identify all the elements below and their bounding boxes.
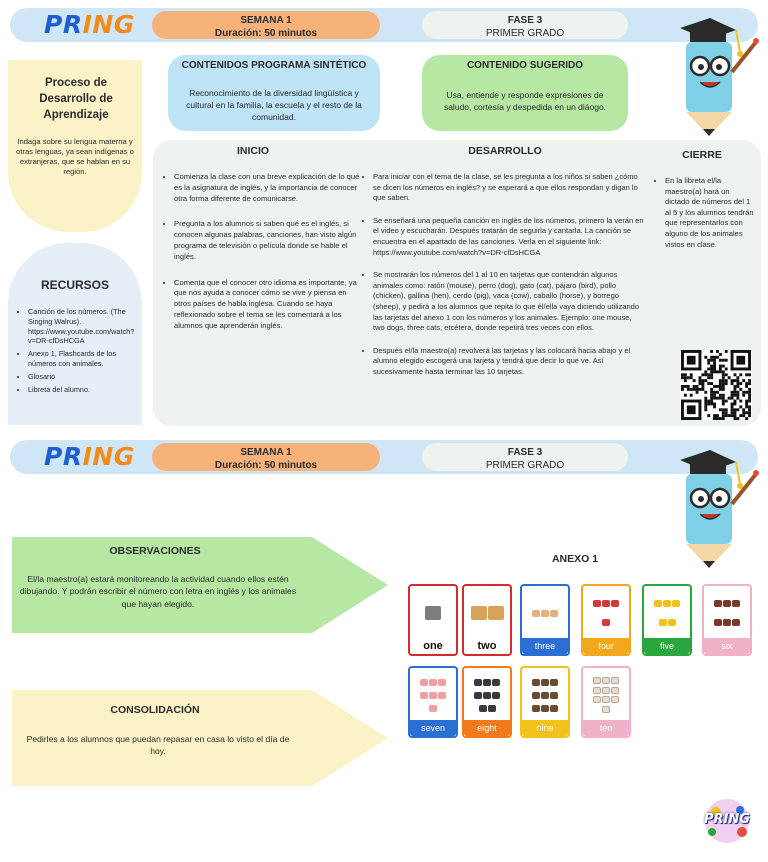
pencil-mascot-icon	[680, 450, 759, 568]
cow-icon	[470, 676, 504, 714]
cierre-item: En la libreta el/la maestro(a) hará un d…	[665, 176, 755, 250]
flashcard-label: ten	[583, 720, 629, 736]
desarrollo-list: Para iniciar con el tema de la clase, se…	[363, 172, 645, 390]
inicio-item: Comienza la clase con una breve explicac…	[174, 172, 364, 204]
desarrollo-item: Para iniciar con el tema de la clase, se…	[373, 172, 645, 204]
proceso-panel	[8, 60, 142, 232]
flashcard-five: five	[642, 584, 692, 656]
consolidacion-text: Pedirles a los alumnos que puedan repasa…	[26, 734, 290, 757]
chicken-icon	[650, 594, 684, 632]
recursos-item: Anexo 1, Flashcards de los números con a…	[28, 349, 142, 369]
grado-label: PRIMER GRADO	[485, 28, 565, 39]
inicio-title: INICIO	[236, 145, 270, 157]
observaciones-title: OBSERVACIONES	[109, 545, 201, 557]
pring-logo: PRING	[44, 10, 135, 39]
semana-pill-2: SEMANA 1 Duración: 50 minutos	[152, 443, 380, 471]
consolidacion-title: CONSOLIDACIÓN	[110, 704, 200, 716]
flashcard-one: one	[408, 584, 458, 656]
inicio-item: Comenta que el conocer otro idioma es im…	[174, 278, 364, 332]
main-panel	[153, 140, 761, 426]
cierre-title: CIERRE	[682, 149, 722, 161]
logo-pr-text: PR	[44, 442, 83, 471]
desarrollo-item: Se enseñará una pequeña canción en inglé…	[373, 216, 645, 258]
flashcard-label: seven	[410, 720, 456, 736]
contenidos-text: Reconocimiento de la diversidad lingüíst…	[186, 88, 362, 122]
recursos-item: Glosario	[28, 372, 142, 382]
semana-pill: SEMANA 1 Duración: 50 minutos	[152, 11, 380, 39]
flashcard-three: three	[520, 584, 570, 656]
cierre-list: En la libreta el/la maestro(a) hará un d…	[655, 176, 755, 262]
inicio-list: Comienza la clase con una breve explicac…	[164, 172, 364, 344]
header-bar-bottom	[10, 440, 758, 474]
observaciones-arrow-shape	[12, 537, 388, 633]
logo-pr-text: PR	[44, 10, 83, 39]
bird-icon	[589, 594, 623, 632]
duracion-label: Duración: 50 minutos	[214, 460, 318, 471]
sugerido-title: CONTENIDO SUGERIDO	[466, 60, 584, 71]
sugerido-panel	[422, 55, 628, 131]
proceso-text: Indaga sobre su lengua materna y otras l…	[16, 137, 134, 176]
pencil-mascot-icon	[680, 18, 759, 136]
flashcard-label: three	[522, 638, 568, 654]
desarrollo-item: Después el/la maestro(a) revolverá las t…	[373, 346, 645, 378]
mouse-icon	[416, 594, 450, 632]
desarrollo-item: Se mostrarán los números del 1 al 10 en …	[373, 270, 645, 334]
proceso-title: Proceso de Desarrollo de Aprendizaje	[39, 77, 113, 121]
contenidos-title: CONTENIDOS PROGRAMA SINTÉTICO	[181, 60, 367, 71]
qr-code-icon[interactable]	[680, 350, 752, 420]
duracion-label: Duración: 50 minutos	[214, 28, 318, 39]
logo-ing-text: ING	[82, 442, 135, 471]
flashcard-seven: seven	[408, 666, 458, 738]
fase-pill: FASE 3 PRIMER GRADO	[422, 11, 628, 39]
fase-label: FASE 3	[507, 447, 543, 458]
flashcard-two: two	[462, 584, 512, 656]
consolidacion-arrow-shape	[12, 690, 388, 786]
semana-label: SEMANA 1	[240, 447, 292, 458]
inicio-item: Pregunta a los alumnos si saben qué es e…	[174, 219, 364, 262]
badge-text: PRING	[704, 812, 750, 827]
recursos-list: Canción de los números. (The Singing Wal…	[18, 307, 142, 397]
pring-badge-logo: PRING	[698, 796, 756, 846]
sugerido-text: Usa, entiende y responde expresiones de …	[443, 90, 607, 112]
flashcard-label: nine	[522, 720, 568, 736]
grado-label: PRIMER GRADO	[485, 460, 565, 471]
flashcard-ten: ten	[581, 666, 631, 738]
flashcard-eight: eight	[462, 666, 512, 738]
horse-icon	[528, 676, 562, 714]
recursos-item: Canción de los números. (The Singing Wal…	[28, 307, 142, 346]
sheep-icon	[589, 676, 623, 714]
fase-pill-2: FASE 3 PRIMER GRADO	[422, 443, 628, 471]
fase-label: FASE 3	[507, 15, 543, 26]
flashcard-six: six	[702, 584, 752, 656]
logo-ing-text: ING	[82, 10, 135, 39]
flashcard-nine: nine	[520, 666, 570, 738]
contenidos-panel	[168, 55, 380, 131]
recursos-item: Libreta del alumno.	[28, 385, 142, 395]
hen-icon	[710, 594, 744, 632]
flashcard-four: four	[581, 584, 631, 656]
header-bar-top	[10, 8, 758, 42]
flashcard-label: one	[410, 638, 456, 654]
dog-icon	[470, 594, 504, 632]
anexo-title: ANEXO 1	[551, 553, 599, 565]
pig-icon	[416, 676, 450, 714]
observaciones-text: El/la maestro(a) estará monitoreando la …	[19, 574, 297, 609]
flashcard-label: five	[644, 638, 690, 654]
flashcard-label: six	[704, 638, 750, 654]
pring-logo-2: PRING	[44, 442, 135, 471]
flashcard-label: two	[464, 638, 510, 654]
flashcard-label: eight	[464, 720, 510, 736]
cat-icon	[528, 594, 562, 632]
recursos-title: RECURSOS	[40, 278, 109, 292]
desarrollo-title: DESARROLLO	[468, 145, 542, 157]
recursos-panel	[8, 243, 142, 425]
flashcard-label: four	[583, 638, 629, 654]
semana-label: SEMANA 1	[240, 15, 292, 26]
